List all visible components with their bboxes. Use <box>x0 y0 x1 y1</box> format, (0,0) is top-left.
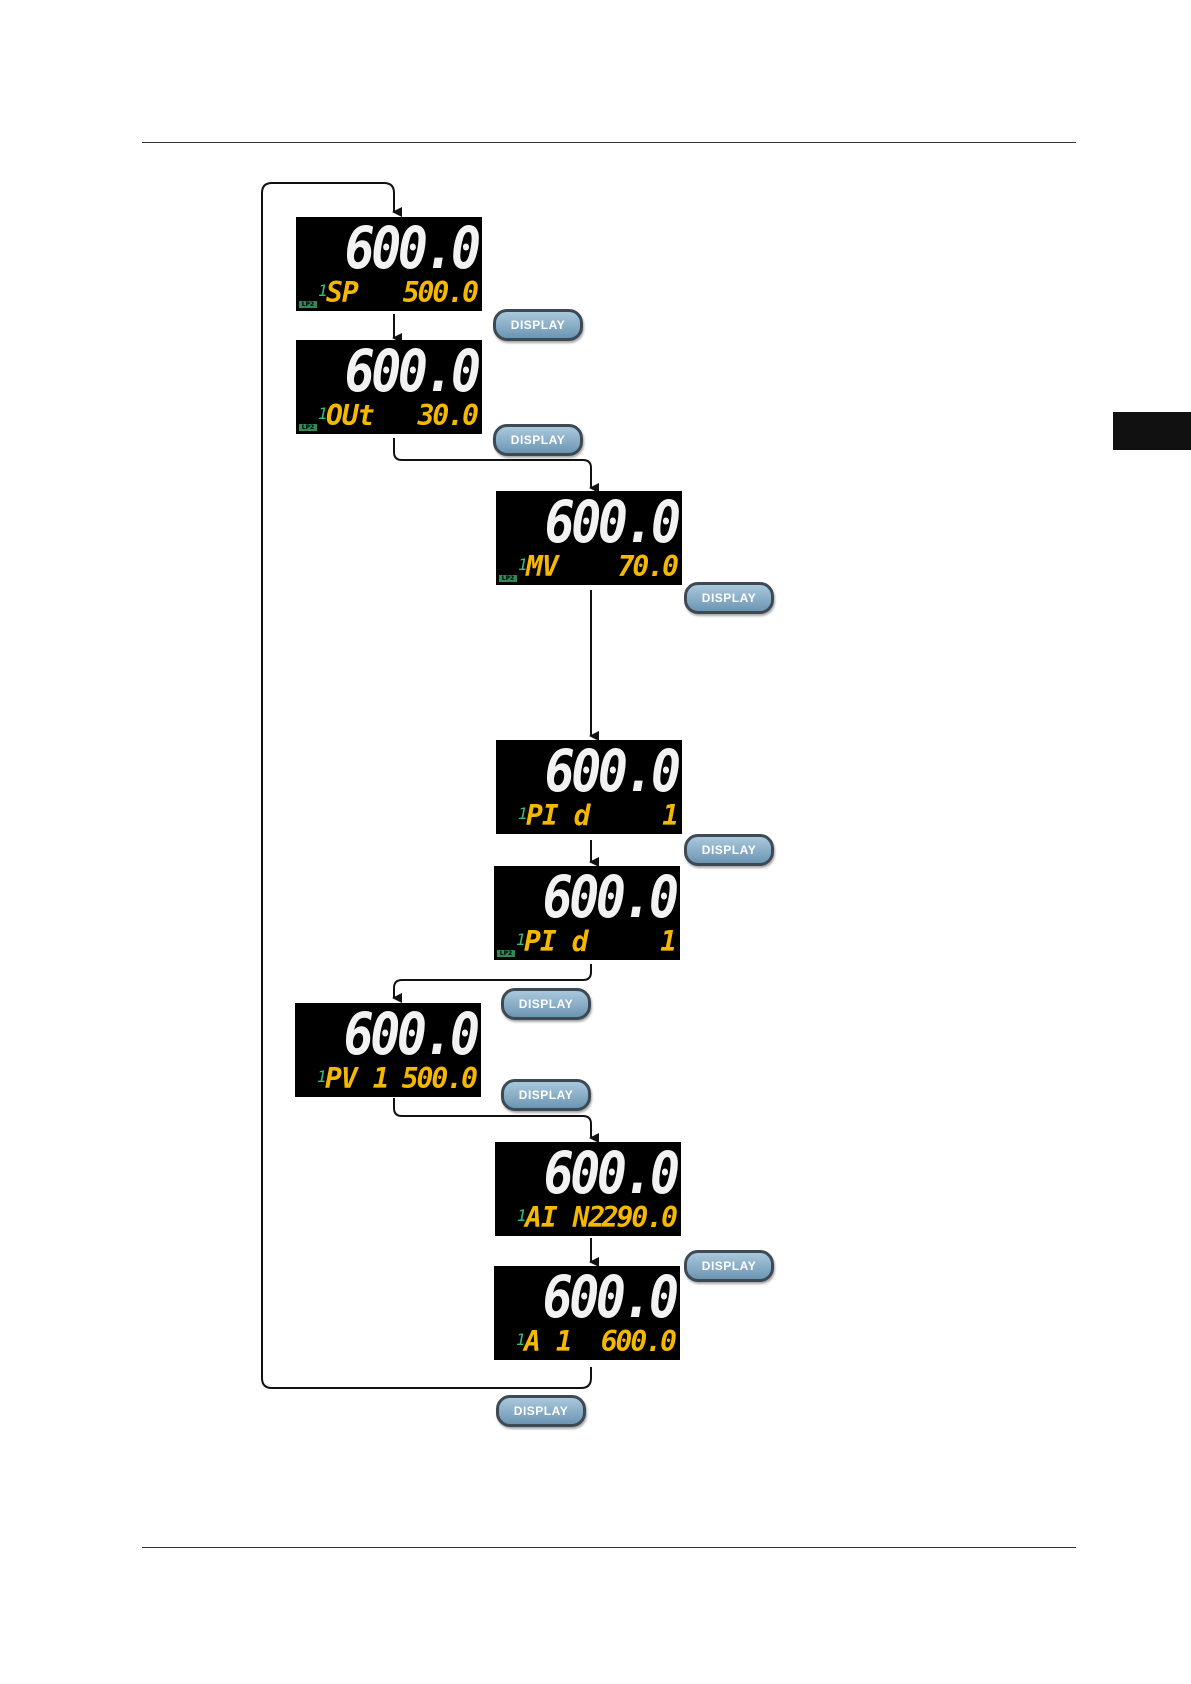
pv-readout: 600.0 <box>345 217 478 279</box>
parameter-value: 1 <box>662 800 677 832</box>
parameter-value: 500.0 <box>403 277 477 309</box>
display-button[interactable]: DISPLAY <box>493 424 583 456</box>
display-button[interactable]: DISPLAY <box>684 834 774 866</box>
pv-readout: 600.0 <box>545 491 678 553</box>
pv-readout: 600.0 <box>545 740 678 802</box>
lcd-display-out: 600.0 1 OUt 30.0 LP2 <box>296 340 482 434</box>
parameter-value: 70.0 <box>618 551 677 583</box>
lcd-display-pid: 600.0 1 PI d 1 <box>496 740 682 834</box>
pv-readout: 600.0 <box>344 1003 477 1065</box>
lp2-badge: LP2 <box>299 424 317 431</box>
lp2-badge: LP2 <box>299 301 317 308</box>
lp2-badge: LP2 <box>497 950 515 957</box>
parameter-label: MV <box>526 551 558 583</box>
parameter-label: AI N2 <box>525 1202 604 1234</box>
parameter-label: A 1 <box>524 1326 572 1358</box>
display-button[interactable]: DISPLAY <box>684 582 774 614</box>
lcd-display-a1: 600.0 1 A 1 600.0 <box>494 1266 680 1360</box>
pv-readout: 600.0 <box>543 1266 676 1328</box>
lp2-badge: LP2 <box>499 575 517 582</box>
display-button[interactable]: DISPLAY <box>496 1395 586 1427</box>
parameter-value: 500.0 <box>402 1063 476 1095</box>
parameter-value: 1 <box>660 926 675 958</box>
parameter-value: 30.0 <box>418 400 477 432</box>
display-button[interactable]: DISPLAY <box>501 988 591 1020</box>
parameter-label: PV 1 <box>325 1063 388 1095</box>
lcd-display-mv: 600.0 1 MV 70.0 LP2 <box>496 491 682 585</box>
pv-readout: 600.0 <box>345 340 478 402</box>
lcd-display-pid-lp2: 600.0 1 PI d 1 LP2 <box>494 866 680 960</box>
parameter-label: PI d <box>524 926 587 958</box>
parameter-label: SP <box>326 277 358 309</box>
lcd-display-pv1: 600.0 1 PV 1 500.0 <box>295 1003 481 1097</box>
display-button[interactable]: DISPLAY <box>493 309 583 341</box>
parameter-label: OUt <box>326 400 374 432</box>
display-button[interactable]: DISPLAY <box>501 1079 591 1111</box>
parameter-value: 600.0 <box>601 1326 675 1358</box>
parameter-label: PI d <box>526 800 589 832</box>
pv-readout: 600.0 <box>544 1142 677 1204</box>
parameter-value: 290.0 <box>602 1202 676 1234</box>
display-button[interactable]: DISPLAY <box>684 1250 774 1282</box>
lcd-display-sp: 600.0 1 SP 500.0 LP2 <box>296 217 482 311</box>
lcd-display-ain2: 600.0 1 AI N2 290.0 <box>495 1142 681 1236</box>
pv-readout: 600.0 <box>543 866 676 928</box>
